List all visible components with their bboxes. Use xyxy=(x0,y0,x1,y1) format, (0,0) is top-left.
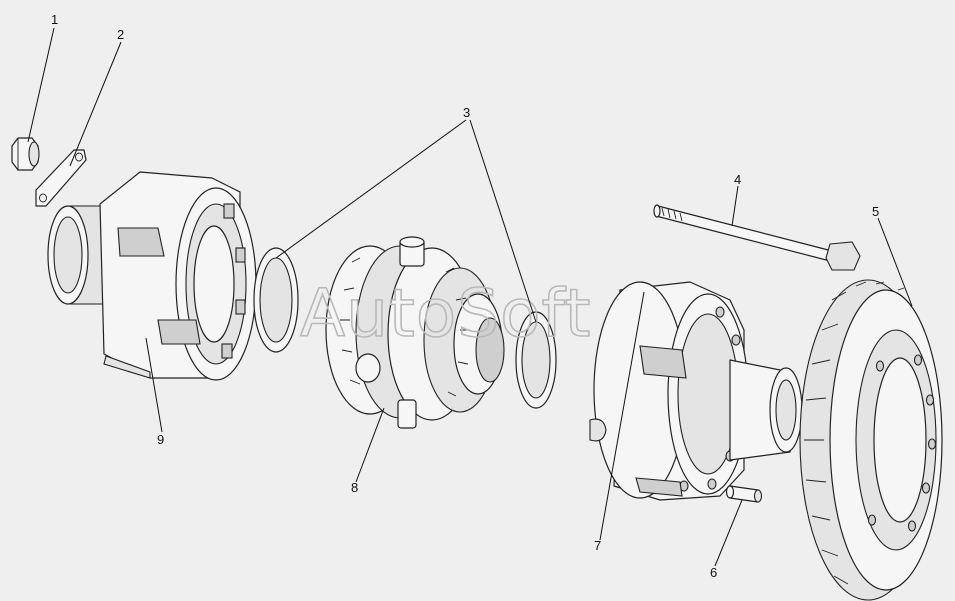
callout-3: 3 xyxy=(463,105,470,120)
part-6-dowel-pin xyxy=(725,485,763,503)
callout-4: 4 xyxy=(734,172,741,187)
callout-6: 6 xyxy=(710,565,717,580)
part-7-case-half xyxy=(589,281,803,501)
part-1-nut xyxy=(11,137,40,171)
part-3-shim-right xyxy=(515,311,557,409)
leader-lines xyxy=(27,27,913,567)
callout-labels: 1 2 3 4 5 6 7 8 9 xyxy=(51,12,879,580)
callout-1: 1 xyxy=(51,12,58,27)
watermark-text: AutoSoft xyxy=(300,275,591,352)
callout-8: 8 xyxy=(351,480,358,495)
callout-2: 2 xyxy=(117,27,124,42)
part-5-ring-gear xyxy=(799,279,943,601)
callout-5: 5 xyxy=(872,204,879,219)
part-8-differential-core xyxy=(325,236,505,429)
part-4-bolt xyxy=(653,204,861,271)
part-9-case-half xyxy=(47,171,257,381)
part-3-shim-left xyxy=(253,247,299,353)
callout-7: 7 xyxy=(594,538,601,553)
callout-9: 9 xyxy=(157,432,164,447)
part-2-lock-plate xyxy=(35,149,87,207)
